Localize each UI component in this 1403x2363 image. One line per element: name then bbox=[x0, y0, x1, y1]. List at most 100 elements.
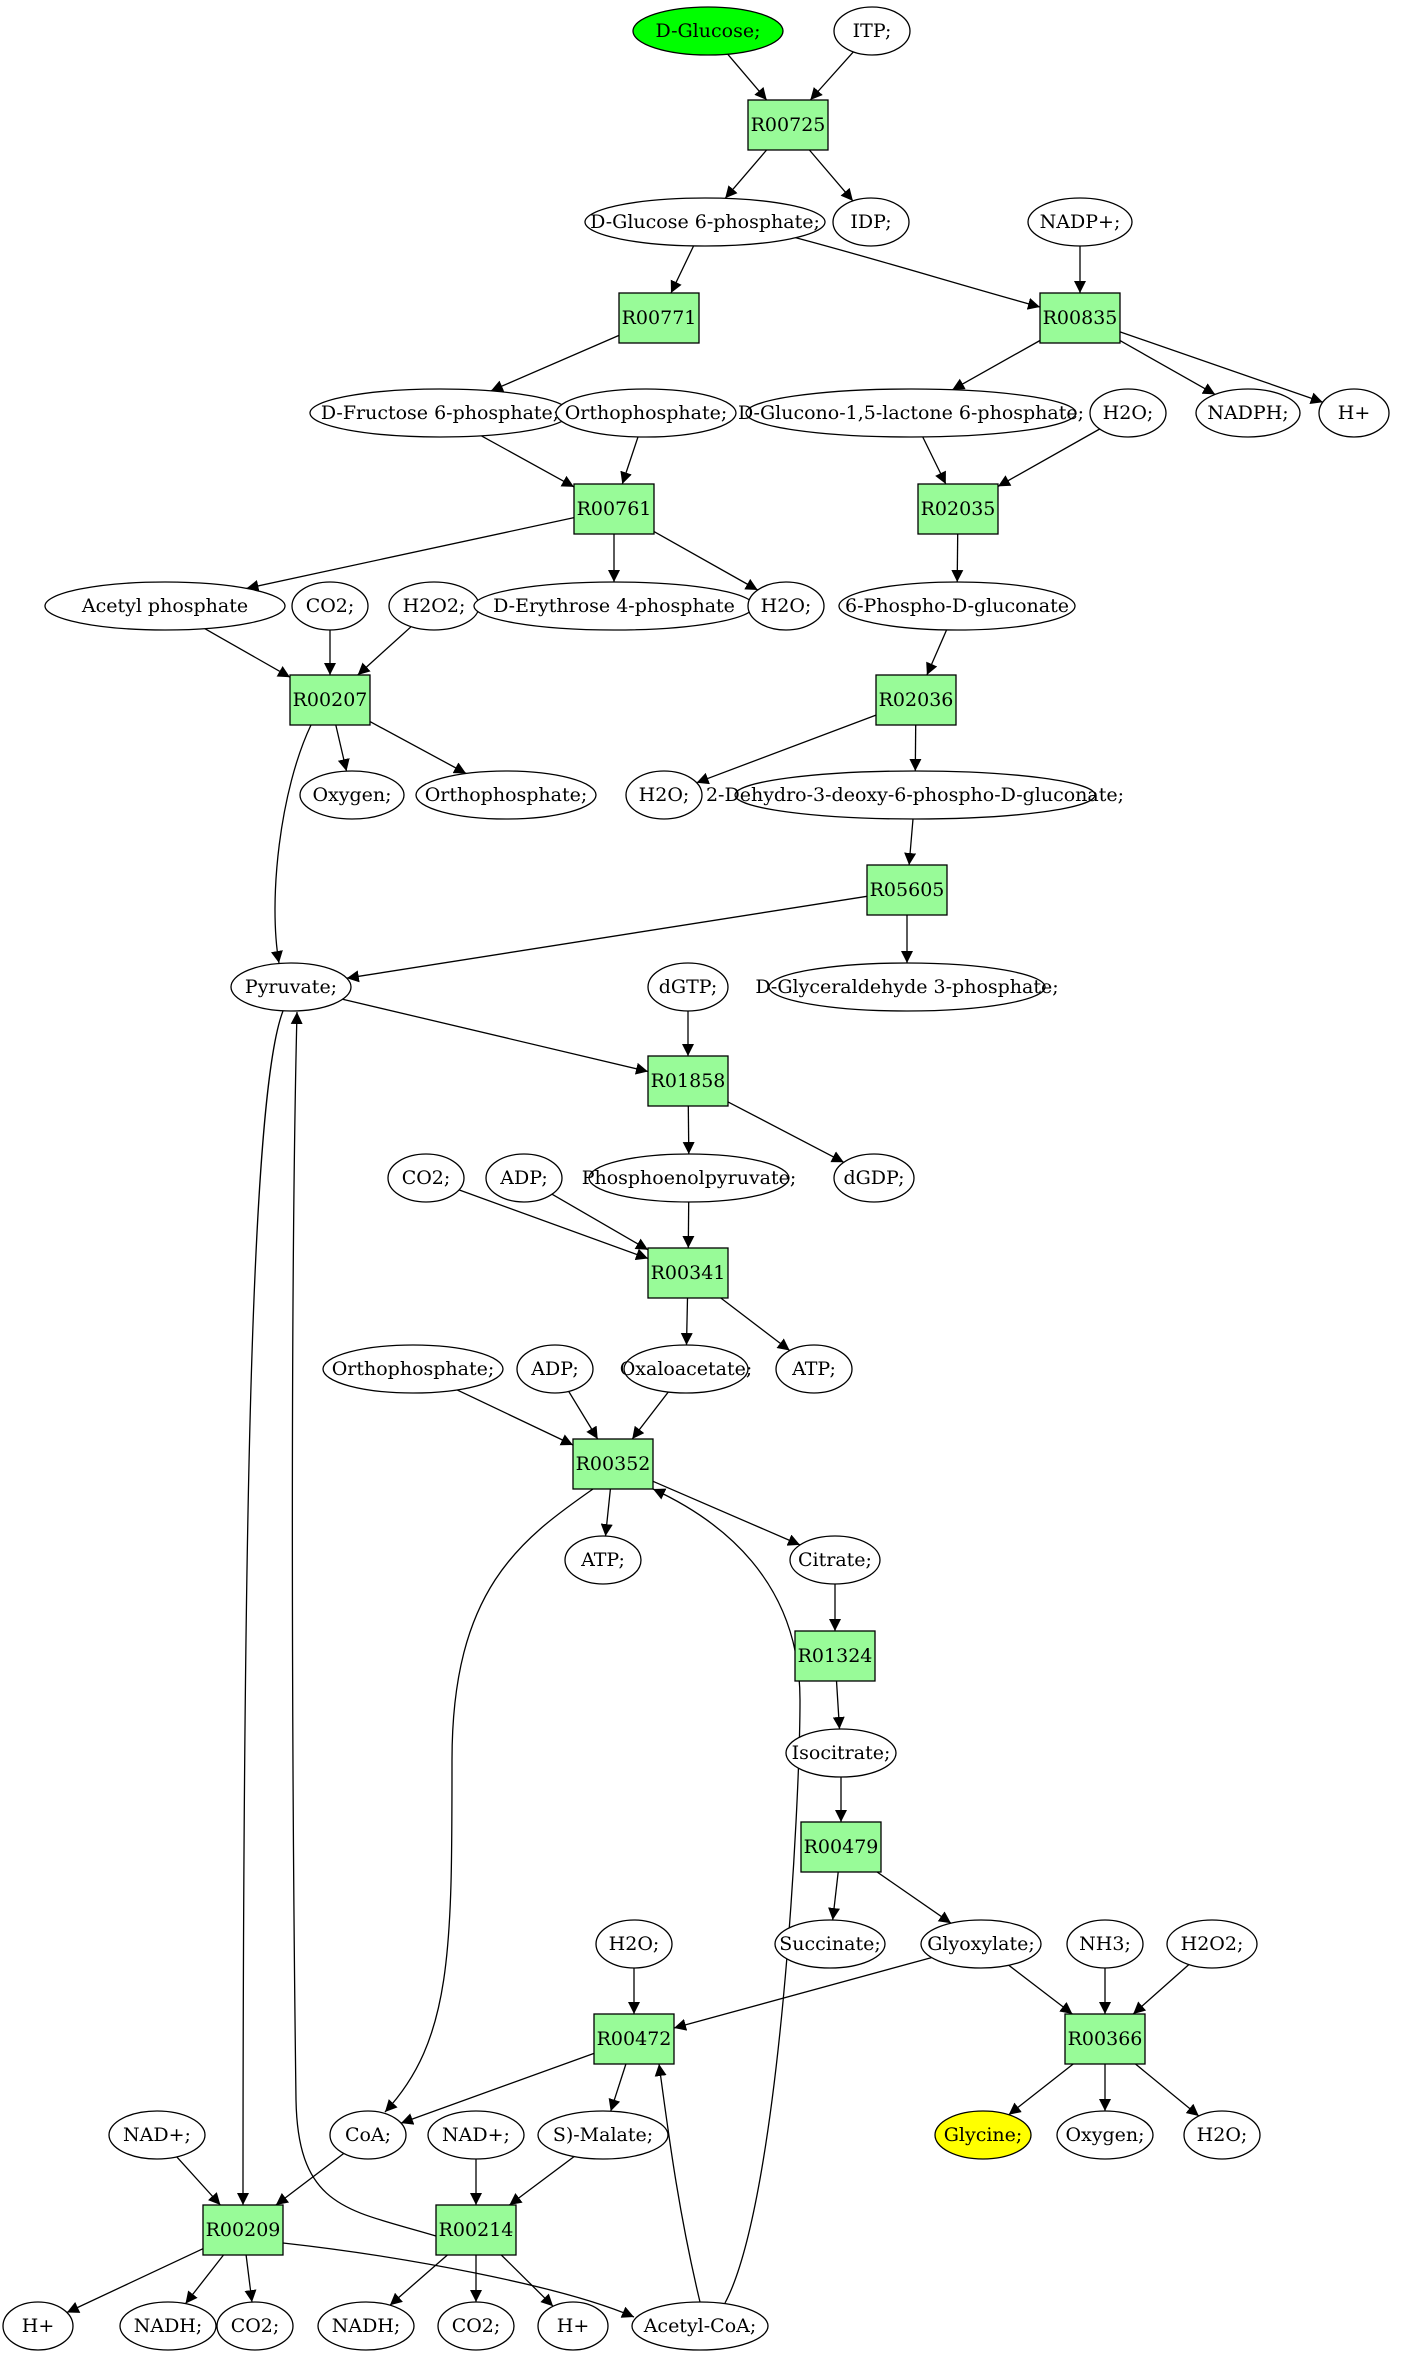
compound-node-n_h2o3[interactable]: H2O; bbox=[625, 770, 703, 820]
compound-node-n_dgtp[interactable]: dGTP; bbox=[647, 962, 729, 1012]
reaction-node-r00835[interactable]: R00835 bbox=[1039, 292, 1121, 344]
reaction-node-r00209[interactable]: R00209 bbox=[202, 2204, 284, 2256]
reaction-box bbox=[572, 1438, 654, 1490]
compound-node-n_co2_4[interactable]: CO2; bbox=[437, 2301, 515, 2351]
compound-node-n_nadph1[interactable]: NADPH; bbox=[1195, 388, 1301, 438]
compound-node-n_co2_2[interactable]: CO2; bbox=[387, 1153, 465, 1203]
edge-r05605-to-n_pyr bbox=[346, 895, 868, 983]
edge-r00771-to-n_f6p bbox=[490, 334, 620, 392]
reaction-node-r02035[interactable]: R02035 bbox=[917, 483, 999, 535]
edge-r00207-to-n_oxy1 bbox=[335, 724, 350, 772]
compound-node-n_cit[interactable]: Citrate; bbox=[789, 1535, 881, 1585]
node-label: R00366 bbox=[1068, 2028, 1143, 2050]
compound-node-n_hplus3[interactable]: H+ bbox=[537, 2301, 609, 2351]
compound-ellipse bbox=[537, 2301, 609, 2351]
edge-n_h2o2_2-to-r00366 bbox=[1132, 1964, 1190, 2015]
compound-node-n_itp[interactable]: ITP; bbox=[833, 6, 911, 56]
edge-r00209-to-n_co2_3 bbox=[244, 2254, 257, 2303]
compound-node-n_adp2[interactable]: ADP; bbox=[516, 1344, 594, 1394]
edge-r00207-to-n_pyr bbox=[271, 724, 312, 964]
compound-node-n_atp1[interactable]: ATP; bbox=[775, 1344, 853, 1394]
reaction-node-r00725[interactable]: R00725 bbox=[747, 99, 829, 151]
compound-ellipse bbox=[216, 2301, 294, 2351]
compound-node-n_g6p[interactable]: D-Glucose 6-phosphate; bbox=[584, 197, 826, 247]
node-label: ITP; bbox=[853, 20, 892, 42]
reaction-node-r01324[interactable]: R01324 bbox=[794, 1630, 876, 1682]
reaction-box bbox=[647, 1055, 729, 1107]
compound-node-n_h2o5[interactable]: H2O; bbox=[1183, 2110, 1261, 2160]
node-label: CoA; bbox=[345, 2124, 391, 2146]
compound-node-n_h2o2_1[interactable]: H2O2; bbox=[388, 581, 480, 631]
reaction-node-r00761[interactable]: R00761 bbox=[573, 483, 655, 535]
compound-node-n_glyox[interactable]: Glyoxylate; bbox=[920, 1919, 1042, 1969]
compound-node-n_coa[interactable]: CoA; bbox=[329, 2110, 407, 2160]
compound-node-n_accoa[interactable]: Acetyl-CoA; bbox=[631, 2301, 769, 2351]
compound-node-n_nadh2[interactable]: NADH; bbox=[317, 2301, 415, 2351]
compound-node-n_gly[interactable]: Glycine; bbox=[934, 2110, 1032, 2160]
compound-node-n_e4p[interactable]: D-Erythrose 4-phosphate bbox=[473, 581, 755, 631]
compound-node-n_idp[interactable]: IDP; bbox=[832, 197, 910, 247]
compound-node-n_nh3[interactable]: NH3; bbox=[1066, 1919, 1144, 1969]
compound-node-n_nad1[interactable]: NAD+; bbox=[108, 2110, 206, 2160]
reaction-box bbox=[647, 1247, 729, 1299]
compound-node-n_glucono[interactable]: D-Glucono-1,5-lactone 6-phosphate; bbox=[738, 388, 1084, 438]
compound-node-n_pi3[interactable]: Orthophosphate; bbox=[322, 1344, 504, 1394]
reaction-node-r00341[interactable]: R00341 bbox=[647, 1247, 729, 1299]
compound-node-n_succ[interactable]: Succinate; bbox=[774, 1919, 886, 1969]
compound-node-n_mal[interactable]: S)-Malate; bbox=[537, 2110, 669, 2160]
edge-r02036-to-n_h2o3 bbox=[696, 714, 877, 785]
reaction-node-r02036[interactable]: R02036 bbox=[875, 674, 957, 726]
compound-node-n_pyr[interactable]: Pyruvate; bbox=[230, 962, 352, 1012]
compound-node-n_acp[interactable]: Acetyl phosphate bbox=[44, 581, 286, 631]
node-label: Acetyl phosphate bbox=[81, 595, 248, 617]
compound-ellipse bbox=[747, 581, 825, 631]
compound-node-n_hplus1[interactable]: H+ bbox=[1318, 388, 1390, 438]
compound-ellipse bbox=[485, 1153, 563, 1203]
compound-node-n_oaa[interactable]: Oxaloacetate; bbox=[620, 1344, 753, 1394]
reaction-box bbox=[1064, 2013, 1146, 2065]
compound-node-n_gap[interactable]: D-Glyceraldehyde 3-phosphate; bbox=[755, 962, 1059, 1012]
node-label: R00761 bbox=[577, 498, 652, 520]
compound-ellipse bbox=[322, 1344, 504, 1394]
node-label: ATP; bbox=[580, 1549, 625, 1571]
compound-node-n_pi1[interactable]: Orthophosphate; bbox=[555, 388, 737, 438]
compound-node-n_nadh1[interactable]: NADH; bbox=[119, 2301, 217, 2351]
compound-node-n_hplus2[interactable]: H+ bbox=[2, 2301, 74, 2351]
compound-node-n_adp1[interactable]: ADP; bbox=[485, 1153, 563, 1203]
node-label: R00207 bbox=[293, 689, 368, 711]
compound-node-n_h2o4[interactable]: H2O; bbox=[595, 1919, 673, 1969]
compound-node-n_nad2[interactable]: NAD+; bbox=[427, 2110, 525, 2160]
node-label: Glyoxylate; bbox=[927, 1933, 1035, 1955]
reaction-node-r00366[interactable]: R00366 bbox=[1064, 2013, 1146, 2065]
compound-node-n_pi2[interactable]: Orthophosphate; bbox=[415, 770, 597, 820]
reaction-node-r05605[interactable]: R05605 bbox=[866, 864, 948, 916]
reaction-node-r00771[interactable]: R00771 bbox=[618, 292, 700, 344]
reaction-node-r01858[interactable]: R01858 bbox=[647, 1055, 729, 1107]
compound-node-n_f6p[interactable]: D-Fructose 6-phosphate; bbox=[309, 388, 571, 438]
compound-node-n_oxy2[interactable]: Oxygen; bbox=[1056, 2110, 1154, 2160]
compound-node-n_icit[interactable]: Isocitrate; bbox=[785, 1728, 897, 1778]
reaction-node-r00214[interactable]: R00214 bbox=[435, 2204, 517, 2256]
compound-node-n_h2o2[interactable]: H2O; bbox=[747, 581, 825, 631]
node-label: S)-Malate; bbox=[553, 2124, 653, 2146]
compound-node-n_glucose[interactable]: D-Glucose; bbox=[632, 6, 784, 56]
compound-node-n_nadp[interactable]: NADP+; bbox=[1027, 197, 1133, 247]
node-label: NAD+; bbox=[442, 2124, 510, 2146]
node-label: H+ bbox=[557, 2315, 590, 2337]
compound-node-n_h2o1[interactable]: H2O; bbox=[1089, 388, 1167, 438]
reaction-node-r00479[interactable]: R00479 bbox=[800, 1821, 882, 1873]
reaction-node-r00472[interactable]: R00472 bbox=[593, 2013, 675, 2065]
compound-node-n_6pg[interactable]: 6-Phospho-D-gluconate bbox=[838, 581, 1076, 631]
compound-node-n_atp2[interactable]: ATP; bbox=[564, 1535, 642, 1585]
compound-node-n_co2_1[interactable]: CO2; bbox=[291, 581, 369, 631]
reaction-box bbox=[747, 99, 829, 151]
compound-ellipse bbox=[647, 962, 729, 1012]
compound-node-n_co2_3[interactable]: CO2; bbox=[216, 2301, 294, 2351]
compound-node-n_kdpg[interactable]: 2-Dehydro-3-deoxy-6-phospho-D-gluconate; bbox=[706, 770, 1124, 820]
compound-node-n_dgdp[interactable]: dGDP; bbox=[833, 1153, 915, 1203]
compound-node-n_h2o2_2[interactable]: H2O2; bbox=[1166, 1919, 1258, 1969]
compound-node-n_oxy1[interactable]: Oxygen; bbox=[299, 770, 405, 820]
reaction-node-r00207[interactable]: R00207 bbox=[289, 674, 371, 726]
reaction-node-r00352[interactable]: R00352 bbox=[572, 1438, 654, 1490]
compound-node-n_pep[interactable]: Phosphoenolpyruvate; bbox=[582, 1153, 797, 1203]
